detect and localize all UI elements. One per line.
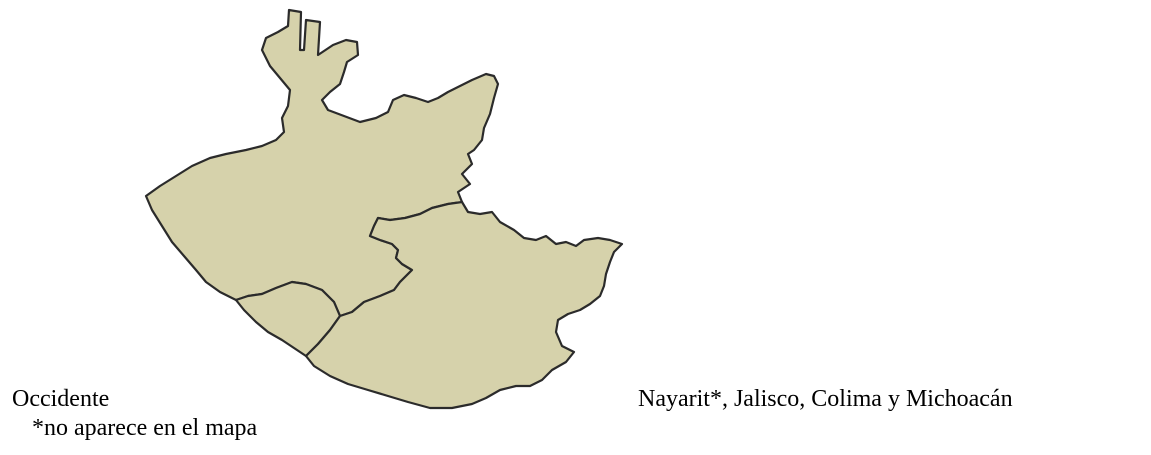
footnote-label: *no aparece en el mapa (32, 415, 258, 441)
state-michoacan[interactable] (304, 200, 624, 410)
states-list-label: Nayarit*, Jalisco, Colima y Michoacán (638, 386, 1013, 412)
region-name-label: Occidente (12, 386, 110, 412)
